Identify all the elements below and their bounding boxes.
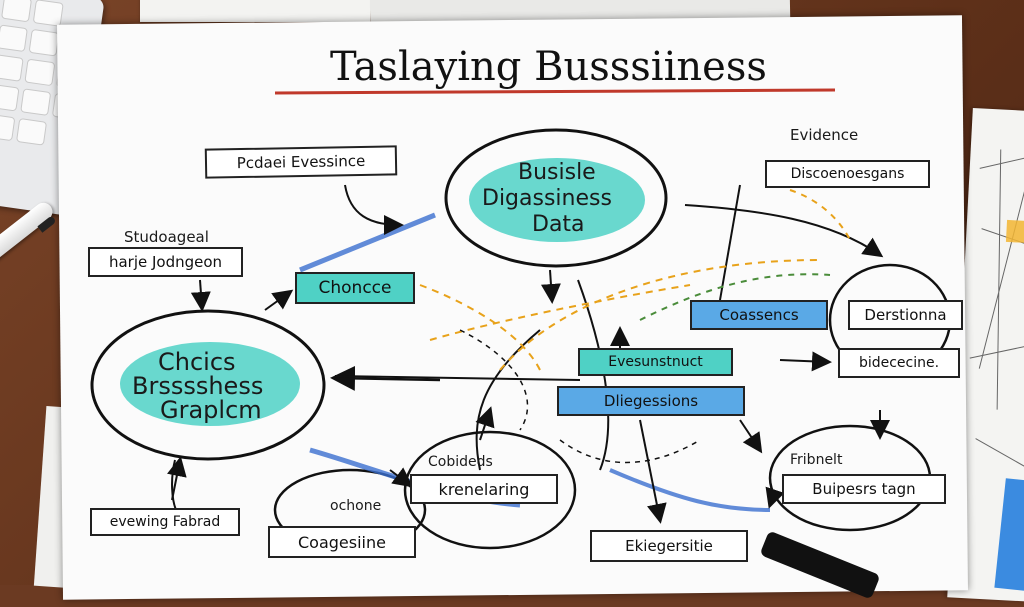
studentail-label: Studoageal [124,228,209,246]
left-circle-line-2: Brsssshess [132,372,264,400]
top-circle-line-3: Data [532,212,585,237]
coassencs-box: Coassencs [690,300,828,330]
disce-box: Discoenoesgans [765,160,930,188]
fribnelt-label: Fribnelt [790,452,843,468]
top-circle-outline [444,128,668,268]
destiona-box: Derstionna [848,300,963,330]
cobideds-label: Cobideds [428,454,493,470]
eviving-box: evewing Fabrad [90,508,240,536]
left-circle-fill [120,342,300,426]
krenelaring-box: krenelaring [410,474,558,504]
top-left-box: Pcdaei Evessince [204,145,398,179]
left-circle-line-1: Chcics [158,348,236,376]
top-circle-fill [469,158,645,242]
bottom-center-ellipse [403,430,577,550]
evesunstnuc-box: Evesunstnuct [578,348,733,376]
top-circle-line-2: Digassiness [482,186,612,211]
sketch-lines [969,149,1024,473]
background-paper-sketch [947,107,1024,603]
chonce-box: Choncce [295,272,415,304]
top-circle-line-1: Busisle [518,160,596,185]
evidence-label: Evidence [790,126,859,144]
title-underline [274,88,836,95]
page-title: Taslaying Busssiiness [330,44,767,90]
background-paper [140,0,370,22]
harje-box: harje Jodngeon [88,247,243,277]
bidececine-box: bidececine. [838,348,960,378]
buipesrs-box: Buipesrs tagn [782,474,946,504]
diagram-connectors [90,88,952,552]
diegessions-box: Dliegessions [557,386,745,416]
coagesine-box: Coagesiine [268,526,416,558]
ochone-label: ochone [330,498,382,514]
left-circle-line-3: Graplcm [160,396,262,424]
ekiegersitie-box: Ekiegersitie [590,530,748,562]
